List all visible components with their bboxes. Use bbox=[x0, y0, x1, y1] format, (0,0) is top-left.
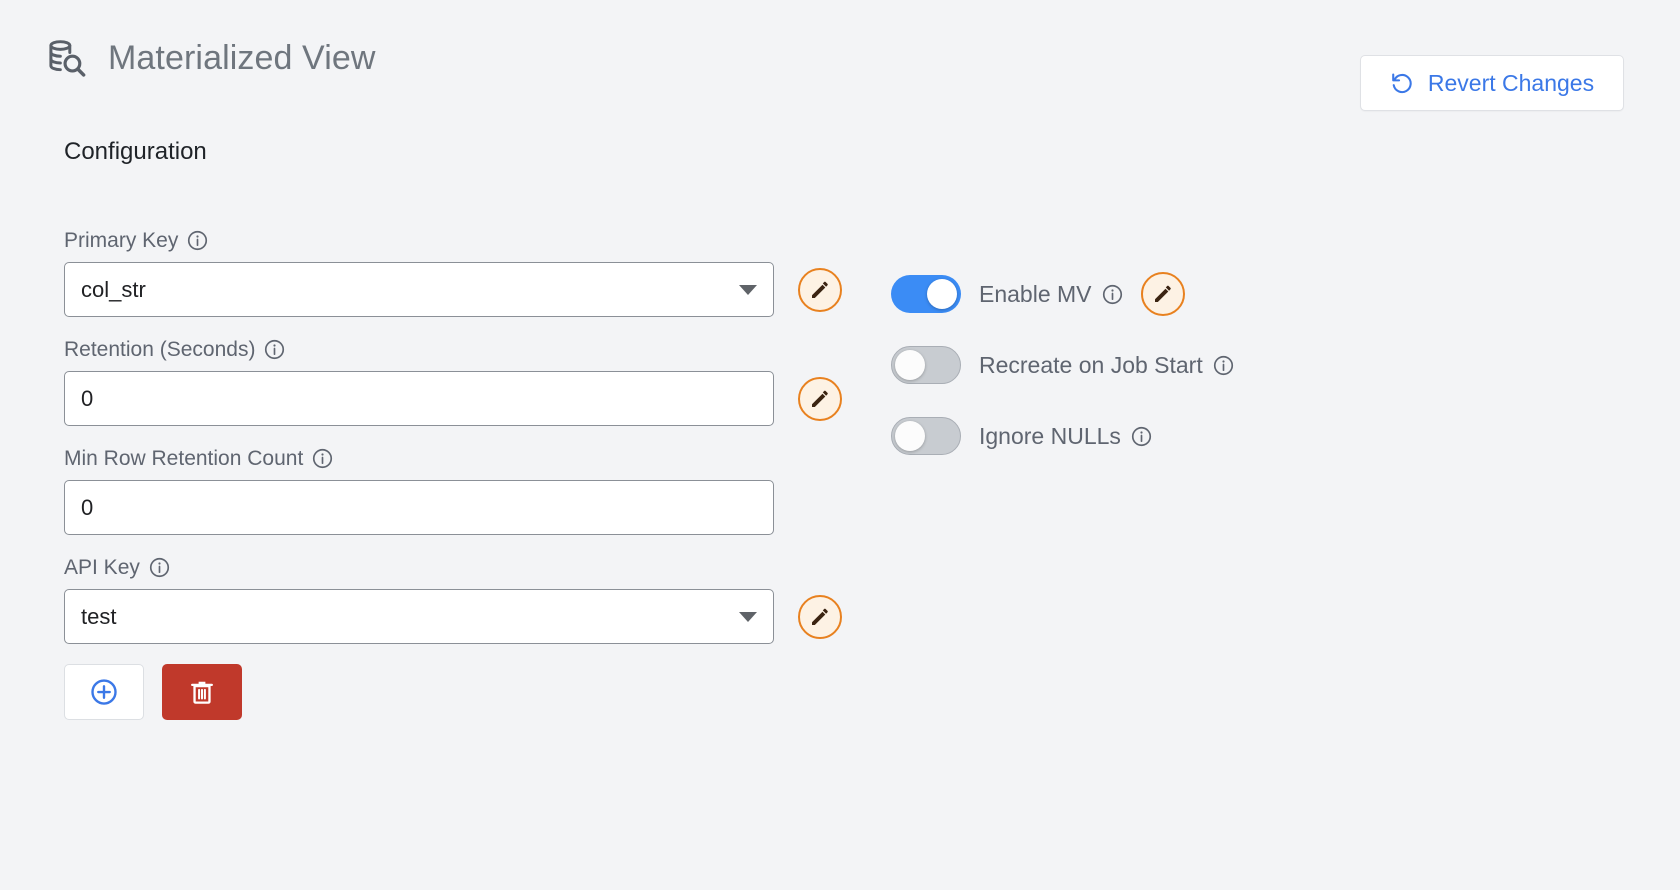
toggle-row-recreate-on-job-start: Recreate on Job Start bbox=[891, 341, 1511, 389]
toggle-recreate-on-job-start[interactable] bbox=[891, 346, 961, 384]
info-icon[interactable] bbox=[187, 230, 208, 251]
configuration-form-left: Primary Key col_str bbox=[64, 228, 864, 720]
info-icon[interactable] bbox=[1102, 284, 1123, 305]
edit-enable-mv-button[interactable] bbox=[1140, 272, 1185, 316]
database-search-icon bbox=[44, 36, 90, 82]
toggle-knob bbox=[895, 350, 925, 380]
pencil-icon bbox=[812, 608, 828, 625]
pencil-icon bbox=[812, 390, 828, 407]
field-row-min-row-retention-count: 0 bbox=[64, 480, 864, 535]
field-label-retention-seconds: Retention (Seconds) bbox=[64, 337, 864, 361]
info-icon[interactable] bbox=[312, 448, 333, 469]
retention-seconds-input[interactable]: 0 bbox=[64, 371, 774, 426]
retention-seconds-label-text: Retention (Seconds) bbox=[64, 337, 256, 361]
toggle-row-ignore-nulls: Ignore NULLs bbox=[891, 412, 1511, 460]
pencil-icon bbox=[812, 281, 828, 298]
primary-key-label-text: Primary Key bbox=[64, 228, 179, 252]
field-label-primary-key: Primary Key bbox=[64, 228, 864, 252]
toggle-label-recreate-on-job-start: Recreate on Job Start bbox=[979, 352, 1234, 379]
edit-primary-key-button[interactable] bbox=[798, 267, 842, 312]
revert-changes-button[interactable]: Revert Changes bbox=[1360, 55, 1624, 111]
min-row-retention-count-label-text: Min Row Retention Count bbox=[64, 446, 304, 470]
ignore-nulls-label-text: Ignore NULLs bbox=[979, 422, 1121, 449]
info-icon[interactable] bbox=[1131, 426, 1152, 447]
field-label-min-row-retention-count: Min Row Retention Count bbox=[64, 446, 864, 470]
api-key-actions bbox=[64, 664, 864, 720]
configuration-form-right: Enable MV Recreate on Job Start bbox=[891, 270, 1511, 483]
edit-api-key-button[interactable] bbox=[798, 594, 842, 639]
field-label-api-key: API Key bbox=[64, 555, 864, 579]
field-api-key: API Key test bbox=[64, 555, 864, 644]
min-row-retention-count-input[interactable]: 0 bbox=[64, 480, 774, 535]
configuration-heading: Configuration bbox=[64, 138, 207, 165]
toggle-label-ignore-nulls: Ignore NULLs bbox=[979, 423, 1152, 450]
primary-key-value: col_str bbox=[81, 276, 146, 302]
trash-icon bbox=[191, 681, 213, 704]
toggle-ignore-nulls[interactable] bbox=[891, 417, 961, 455]
min-row-retention-count-value: 0 bbox=[81, 494, 94, 520]
toggle-enable-mv[interactable] bbox=[891, 275, 961, 313]
recreate-on-job-start-label-text: Recreate on Job Start bbox=[979, 351, 1203, 378]
page-header: Materialized View bbox=[44, 36, 376, 82]
chevron-down-icon bbox=[739, 611, 757, 622]
field-row-api-key: test bbox=[64, 589, 864, 644]
field-primary-key: Primary Key col_str bbox=[64, 228, 864, 317]
toggle-label-enable-mv: Enable MV bbox=[979, 281, 1123, 308]
retention-seconds-value: 0 bbox=[81, 385, 94, 411]
info-icon[interactable] bbox=[149, 557, 170, 578]
toggle-row-enable-mv: Enable MV bbox=[891, 270, 1511, 318]
info-icon[interactable] bbox=[1213, 355, 1234, 376]
api-key-select[interactable]: test bbox=[64, 589, 774, 644]
info-icon[interactable] bbox=[264, 339, 285, 360]
page-title: Materialized View bbox=[108, 39, 376, 78]
enable-mv-label-text: Enable MV bbox=[979, 280, 1092, 307]
primary-key-select[interactable]: col_str bbox=[64, 262, 774, 317]
field-row-retention-seconds: 0 bbox=[64, 371, 864, 426]
toggle-knob bbox=[927, 279, 957, 309]
revert-changes-label: Revert Changes bbox=[1427, 69, 1595, 96]
plus-circle-icon bbox=[91, 679, 117, 705]
api-key-value: test bbox=[81, 603, 117, 629]
add-api-key-button[interactable] bbox=[64, 664, 144, 720]
delete-api-key-button[interactable] bbox=[162, 664, 242, 720]
edit-retention-seconds-button[interactable] bbox=[798, 376, 842, 421]
toggle-knob bbox=[895, 421, 925, 451]
field-row-primary-key: col_str bbox=[64, 262, 864, 317]
field-retention-seconds: Retention (Seconds) 0 bbox=[64, 337, 864, 426]
api-key-label-text: API Key bbox=[64, 555, 140, 579]
chevron-down-icon bbox=[739, 284, 757, 295]
field-min-row-retention-count: Min Row Retention Count 0 bbox=[64, 446, 864, 535]
pencil-icon bbox=[1154, 285, 1171, 302]
revert-arrow-icon bbox=[1390, 71, 1415, 96]
